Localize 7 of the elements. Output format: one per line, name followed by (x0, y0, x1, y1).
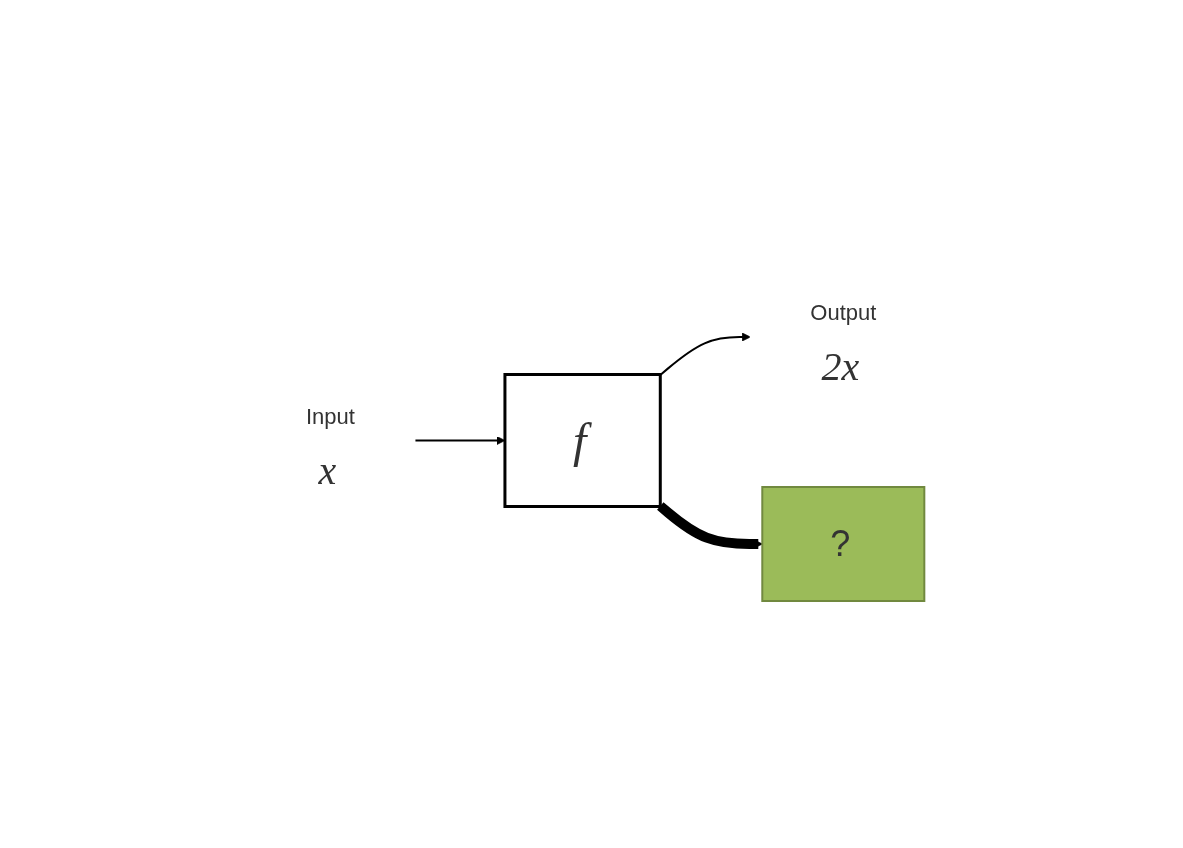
node-box: f (503, 373, 663, 508)
arrow (659, 332, 751, 376)
node-box: ? (761, 486, 926, 602)
node-text: Output 2x (810, 300, 877, 389)
arrow (657, 502, 763, 549)
node-text: Input x (306, 403, 356, 493)
arrow (414, 436, 506, 445)
